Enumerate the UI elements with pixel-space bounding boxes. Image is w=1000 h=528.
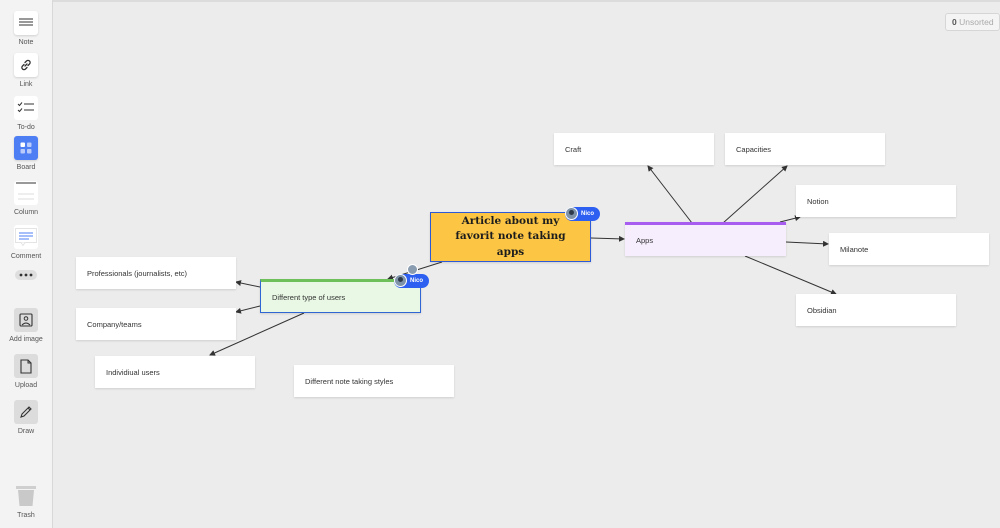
add-image-tool-label: Add image [9, 336, 43, 343]
more-tools-button[interactable] [3, 270, 49, 280]
draw-tool-label: Draw [17, 428, 35, 435]
column-tool-label: Column [13, 209, 39, 216]
notion-card-text: Notion [807, 196, 829, 206]
comment-tool[interactable]: Comment [3, 225, 49, 260]
apps-card[interactable]: Apps [625, 222, 786, 256]
todo-icon [14, 96, 38, 120]
apps-card-text: Apps [636, 236, 654, 245]
collaborator-avatar [394, 274, 407, 287]
craft-card-text: Craft [565, 144, 582, 154]
comment-icon [14, 225, 38, 249]
arrow-apps-to-capacities [722, 165, 788, 224]
capacities-card-text: Capacities [736, 144, 772, 154]
canvas-top-border [53, 0, 1000, 2]
main-article-title: Article about my favorit note taking app… [455, 215, 566, 258]
tool-sidebar: Note Link To-do Board Column Comment [0, 0, 53, 528]
notion-card[interactable]: Notion [796, 185, 956, 217]
link-tool[interactable]: Link [3, 53, 49, 88]
add-image-tool[interactable]: Add image [3, 308, 49, 343]
board-tool[interactable]: Board [3, 136, 49, 171]
link-tool-label: Link [19, 81, 33, 88]
craft-card[interactable]: Craft [554, 133, 714, 165]
trash-tool[interactable]: Trash [3, 484, 49, 519]
collaborator-name: Nico [581, 211, 595, 217]
company-card[interactable]: Company/teams [76, 308, 236, 340]
professionals-card[interactable]: Professionals (journalists, etc) [76, 257, 236, 289]
image-icon [14, 308, 38, 332]
capacities-card[interactable]: Capacities [725, 133, 885, 165]
board-tool-label: Board [16, 164, 36, 171]
individual-users-card[interactable]: Individiual users [95, 356, 255, 388]
milanote-card-text: Milanote [840, 244, 869, 254]
collaborator-avatar [565, 207, 578, 220]
column-tool[interactable]: Column [3, 181, 49, 216]
upload-tool-label: Upload [14, 382, 38, 389]
board-icon [14, 136, 38, 160]
note-styles-card-text: Different note taking styles [305, 376, 394, 386]
pencil-icon [14, 400, 38, 424]
upload-tool[interactable]: Upload [3, 354, 49, 389]
arrow-apps-to-notion [779, 215, 801, 223]
comment-tool-label: Comment [10, 253, 42, 260]
unsorted-count: 0 [952, 17, 957, 27]
obsidian-card[interactable]: Obsidian [796, 294, 956, 326]
arrow-apps-to-craft [647, 165, 693, 224]
milanote-card[interactable]: Milanote [829, 233, 989, 265]
link-icon [14, 53, 38, 77]
arrow-apps-to-obsidian [744, 255, 837, 295]
users-card[interactable]: Different type of users [260, 279, 421, 313]
main-article-card[interactable]: Article about my favorit note taking app… [430, 212, 591, 262]
note-icon [14, 11, 38, 35]
todo-tool[interactable]: To-do [3, 96, 49, 131]
collaborator-name: Nico [410, 278, 424, 284]
arrow-users-to-company [235, 305, 261, 314]
individual-users-card-text: Individiual users [106, 367, 160, 377]
collaborator-avatar-secondary [407, 264, 418, 275]
trash-tool-label: Trash [17, 512, 35, 519]
users-card-text: Different type of users [272, 292, 346, 302]
arrow-apps-to-milanote [785, 240, 829, 247]
note-tool-label: Note [18, 39, 34, 46]
obsidian-card-text: Obsidian [807, 305, 837, 315]
column-icon [14, 181, 38, 205]
unsorted-label: Unsorted [959, 17, 994, 27]
professionals-card-text: Professionals (journalists, etc) [87, 268, 188, 278]
todo-tool-label: To-do [17, 124, 35, 131]
draw-tool[interactable]: Draw [3, 400, 49, 435]
arrow-users-to-individual [209, 312, 305, 356]
unsorted-button[interactable]: 0 Unsorted [945, 13, 1000, 31]
arrow-users-to-professionals [235, 280, 261, 288]
upload-icon [14, 354, 38, 378]
note-tool[interactable]: Note [3, 11, 49, 46]
more-icon [15, 270, 37, 280]
arrow-main-to-apps [590, 235, 625, 242]
note-styles-card[interactable]: Different note taking styles [294, 365, 454, 397]
company-card-text: Company/teams [87, 319, 142, 329]
trash-icon [14, 484, 38, 508]
